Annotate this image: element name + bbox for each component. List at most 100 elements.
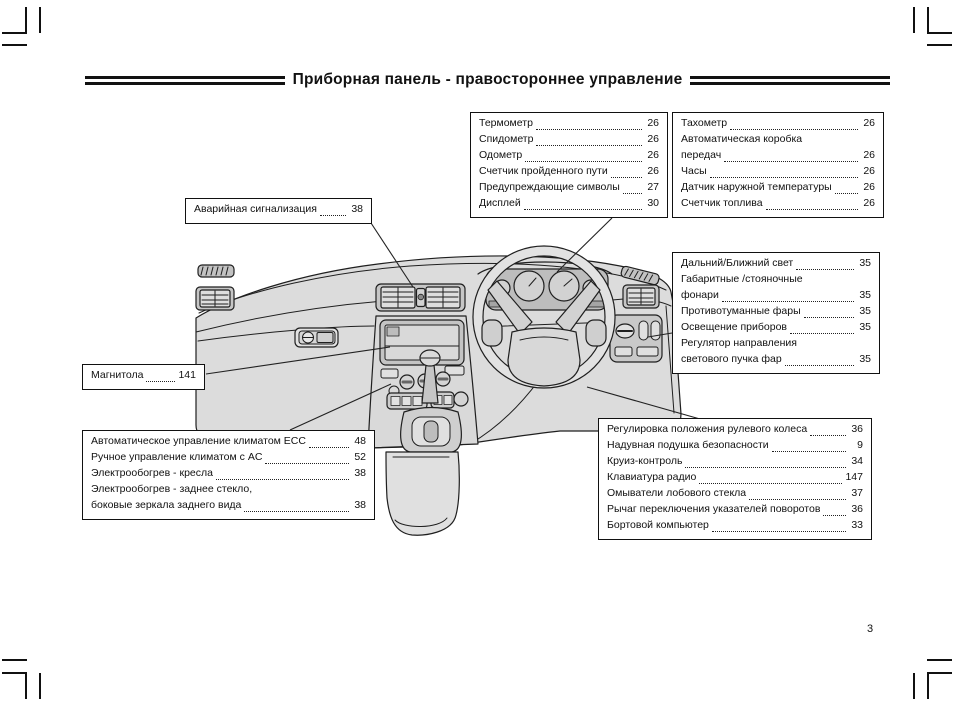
crop-mark-top-left [2, 7, 41, 46]
callout-entry-label: Надувная подушка безопасности [607, 439, 769, 451]
callout-entry-page: 35 [859, 289, 871, 301]
callout-entry-page: 26 [647, 117, 659, 129]
page-header: Приборная панель - правостороннее управл… [85, 69, 891, 91]
callout-entry-label: Датчик наружной температуры [681, 181, 832, 193]
callout-entry: Термометр 26 [479, 117, 659, 133]
dots-leader [699, 483, 843, 484]
callout-entry-page: 26 [647, 165, 659, 177]
callout-entry: Магнитола 141 [91, 369, 196, 385]
callout-entry-label: Термометр [479, 117, 533, 129]
dots-leader [810, 435, 846, 436]
crop-marks [2, 7, 952, 699]
callout-entry: Автоматическое управление климатом ECC 48 [91, 435, 366, 451]
callout-entry-label: Дисплей [479, 197, 521, 209]
callout-entry-page: 38 [354, 499, 366, 511]
callout-entry: Регулятор направления [681, 337, 871, 353]
callout-entry-page: 37 [851, 487, 863, 499]
callout-entry: Автоматическая коробка [681, 133, 875, 149]
dots-leader [536, 145, 642, 146]
crop-mark-top-right [913, 7, 952, 46]
callout-entry-label: Габаритные /стояночные [681, 273, 803, 285]
dots-leader [803, 317, 854, 318]
callout-entry-label: Круиз-контроль [607, 455, 683, 467]
dots-leader [622, 193, 642, 194]
dots-leader [730, 129, 858, 130]
hazard-switch [415, 287, 426, 308]
callout-entry-page: 36 [851, 423, 863, 435]
dots-leader [610, 177, 642, 178]
callout-entry-page: 35 [859, 305, 871, 317]
callout-entry-label: Магнитола [91, 369, 144, 381]
page-title: Приборная панель - правостороннее управл… [292, 71, 683, 88]
airbag-pad [507, 327, 581, 387]
callout-entry-label: Ручное управление климатом с AC [91, 451, 263, 463]
callout-entry-page: 26 [647, 149, 659, 161]
dots-leader [535, 129, 642, 130]
callout-entry-page: 141 [178, 369, 196, 381]
callout-entry-page: 35 [859, 353, 871, 365]
leader-line-steering [586, 386, 701, 420]
callout-entry-label: светового пучка фар [681, 353, 782, 365]
dots-leader [685, 467, 846, 468]
crop-mark-bottom-left [2, 659, 41, 699]
callout-entry-label: Электрообогрев - кресла [91, 467, 213, 479]
dots-leader [790, 333, 854, 334]
dots-leader [319, 215, 346, 216]
callout-entry-page: 33 [851, 519, 863, 531]
callout-entry-page: 26 [647, 133, 659, 145]
callout-entry-page: 35 [859, 321, 871, 333]
callout-entry-label: Регулятор направления [681, 337, 797, 349]
callout-radio: Магнитола 141 [82, 364, 205, 390]
callout-entry-label: Бортовой компьютер [607, 519, 709, 531]
callout-entry-label: Регулировка положения рулевого колеса [607, 423, 808, 435]
glovebox-handle [294, 327, 339, 348]
defroster-grille-icon [197, 264, 235, 278]
callout-entry-page: 38 [354, 467, 366, 479]
leader-lines [205, 217, 701, 431]
callout-entry-label: Аварийная сигнализация [194, 203, 317, 215]
callout-entry-label: Счетчик пройденного пути [479, 165, 608, 177]
left-air-vent [195, 286, 235, 311]
dots-leader [749, 499, 846, 500]
right-air-vent [622, 284, 660, 309]
callout-entry: Габаритные /стояночные [681, 273, 871, 289]
callout-entry-label: Автоматическое управление климатом ECC [91, 435, 306, 447]
callout-entry-page: 35 [859, 257, 871, 269]
callout-entry-page: 48 [354, 435, 366, 447]
defroster-grille-icon [620, 265, 660, 286]
callout-entry: Бортовой компьютер 33 [607, 519, 863, 535]
dots-leader [146, 381, 176, 382]
callout-entry-label: передач [681, 149, 722, 161]
callout-entry-label: Автоматическая коробка [681, 133, 803, 145]
callout-climate: Автоматическое управление климатом ECC 48… [82, 430, 375, 520]
dots-leader [523, 209, 642, 210]
callout-entry: Рычаг переключения указателей поворотов 3… [607, 503, 863, 519]
callout-entry-label: Счетчик топлива [681, 197, 763, 209]
callout-entry-label: Клавиатура радио [607, 471, 697, 483]
callout-entry-page: 36 [851, 503, 863, 515]
callout-entry-page: 30 [647, 197, 659, 209]
callout-entry-label: Часы [681, 165, 707, 177]
callout-entry: Регулировка положения рулевого колеса 36 [607, 423, 863, 439]
callout-entry-label: Рычаг переключения указателей поворотов [607, 503, 821, 515]
leader-line-climate [289, 383, 392, 431]
radio-unit [379, 319, 465, 366]
